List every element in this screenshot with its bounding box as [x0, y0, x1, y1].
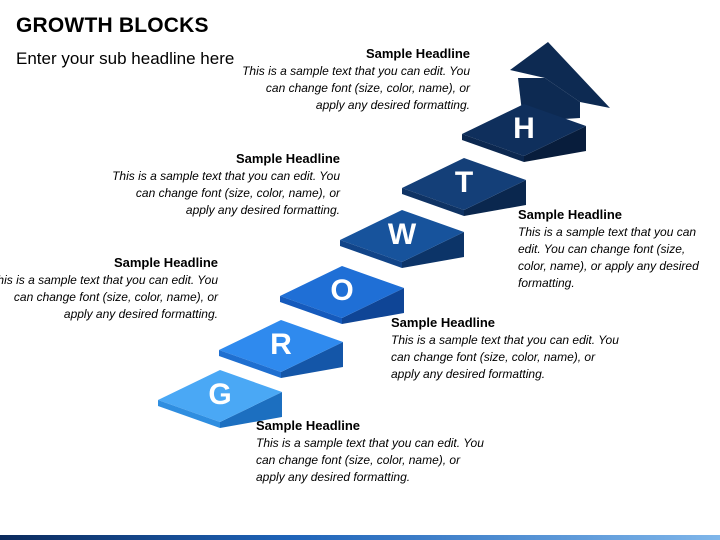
block-top-face	[219, 320, 343, 372]
page-title: GROWTH BLOCKS	[16, 14, 209, 37]
block-riser-face	[220, 392, 282, 428]
growth-blocks: H T W O R G	[158, 104, 586, 428]
block-top-face	[158, 370, 282, 422]
callout-r: Sample Headline This is a sample text th…	[0, 254, 218, 323]
growth-block: W	[340, 210, 464, 268]
block-letter: H	[513, 112, 535, 145]
footer-accent-bar	[0, 535, 720, 540]
block-riser-face	[524, 126, 586, 162]
growth-block: T	[402, 158, 526, 216]
block-top-face	[462, 104, 586, 156]
block-top-face	[402, 158, 526, 210]
callout-text: This is a sample text that you can edit.…	[256, 436, 484, 484]
growth-block: O	[280, 266, 404, 324]
block-front-face	[219, 350, 281, 378]
block-letter: W	[388, 218, 417, 251]
sub-headline: Enter your sub headline here	[16, 49, 235, 68]
callout-text: This is a sample text that you can edit.…	[112, 169, 340, 217]
block-riser-face	[281, 342, 343, 378]
growth-arrow-head	[510, 42, 610, 108]
callout-g: Sample Headline This is a sample text th…	[256, 417, 486, 486]
block-letter: R	[270, 328, 292, 361]
block-top-face	[340, 210, 464, 262]
block-letter: O	[330, 274, 353, 307]
block-front-face	[340, 240, 402, 268]
callout-text: This is a sample text that you can edit.…	[391, 333, 619, 381]
block-riser-face	[402, 232, 464, 268]
block-front-face	[402, 188, 464, 216]
callout-headline: Sample Headline	[518, 207, 623, 222]
callout-w: Sample Headline This is a sample text th…	[110, 150, 340, 219]
callout-headline: Sample Headline	[365, 46, 470, 61]
callout-headline: Sample Headline	[256, 418, 361, 433]
callout-text: This is a sample text that you can edit.…	[242, 64, 470, 112]
block-riser-face	[342, 288, 404, 324]
callout-headline: Sample Headline	[235, 151, 340, 166]
growth-block: G	[158, 370, 282, 428]
block-front-face	[280, 296, 342, 324]
block-front-face	[158, 400, 220, 428]
block-front-face	[462, 134, 524, 162]
callout-text: This is a sample text that you can edit.…	[0, 273, 218, 321]
callout-t: Sample Headline This is a sample text th…	[518, 206, 708, 292]
block-letter: T	[455, 166, 473, 199]
callout-headline: Sample Headline	[113, 255, 218, 270]
callout-o: Sample Headline This is a sample text th…	[391, 314, 621, 383]
callout-headline: Sample Headline	[391, 315, 496, 330]
growth-block: H	[462, 104, 586, 162]
block-top-face	[280, 266, 404, 318]
callout-h: Sample Headline This is a sample text th…	[240, 45, 470, 114]
block-letter: G	[208, 378, 231, 411]
growth-block: R	[219, 320, 343, 378]
callout-text: This is a sample text that you can edit.…	[518, 225, 699, 290]
block-riser-face	[464, 180, 526, 216]
